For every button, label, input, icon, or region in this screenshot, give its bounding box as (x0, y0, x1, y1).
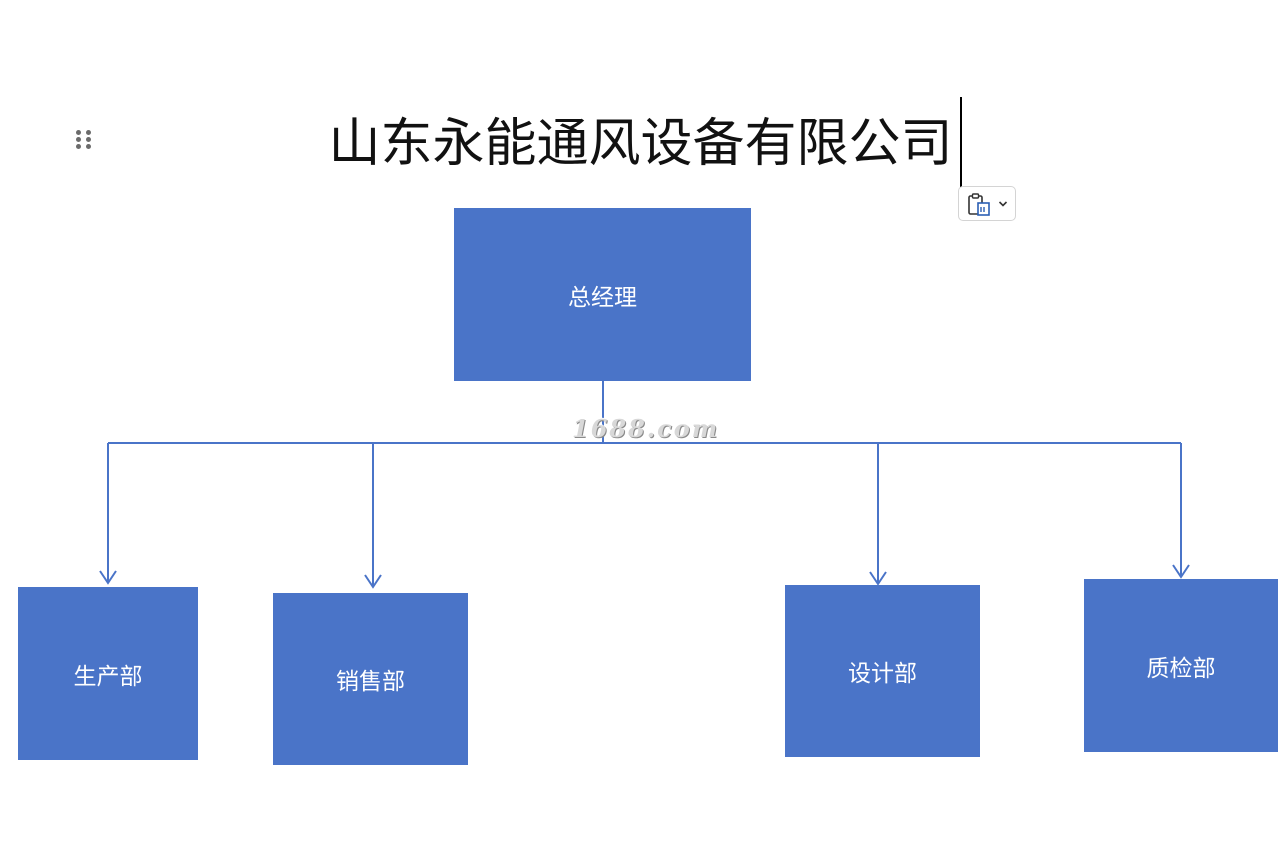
arrowhead-qc (1172, 564, 1190, 579)
arrowhead-design (869, 571, 887, 586)
org-box-label: 生产部 (73, 663, 143, 690)
drag-dot (86, 130, 91, 135)
drag-dot (76, 137, 81, 142)
drag-dot (86, 137, 91, 142)
paste-options-button[interactable] (958, 186, 1016, 221)
drag-dot (76, 130, 81, 135)
arrowhead-sales (364, 574, 382, 589)
drag-dot (76, 144, 81, 149)
chevron-down-icon (998, 201, 1008, 207)
org-box-label: 质检部 (1146, 655, 1216, 682)
watermark-text: 1688.com (572, 414, 720, 443)
org-box-label: 总经理 (568, 284, 637, 311)
org-box-production[interactable]: 生产部 (18, 587, 198, 760)
clipboard-paste-icon (968, 193, 990, 216)
org-box-sales[interactable]: 销售部 (273, 593, 468, 765)
drag-dot (86, 144, 91, 149)
arrowhead-production (99, 570, 117, 585)
org-box-quality-inspection[interactable]: 质检部 (1084, 579, 1278, 752)
org-box-design[interactable]: 设计部 (785, 585, 980, 757)
org-box-label: 设计部 (848, 661, 917, 687)
document-title[interactable]: 山东永能通风设备有限公司 (328, 114, 953, 174)
text-cursor (960, 97, 962, 187)
drag-handle-icon[interactable] (76, 130, 92, 154)
org-box-general-manager[interactable]: 总经理 (454, 208, 751, 381)
org-box-label: 销售部 (336, 669, 405, 695)
